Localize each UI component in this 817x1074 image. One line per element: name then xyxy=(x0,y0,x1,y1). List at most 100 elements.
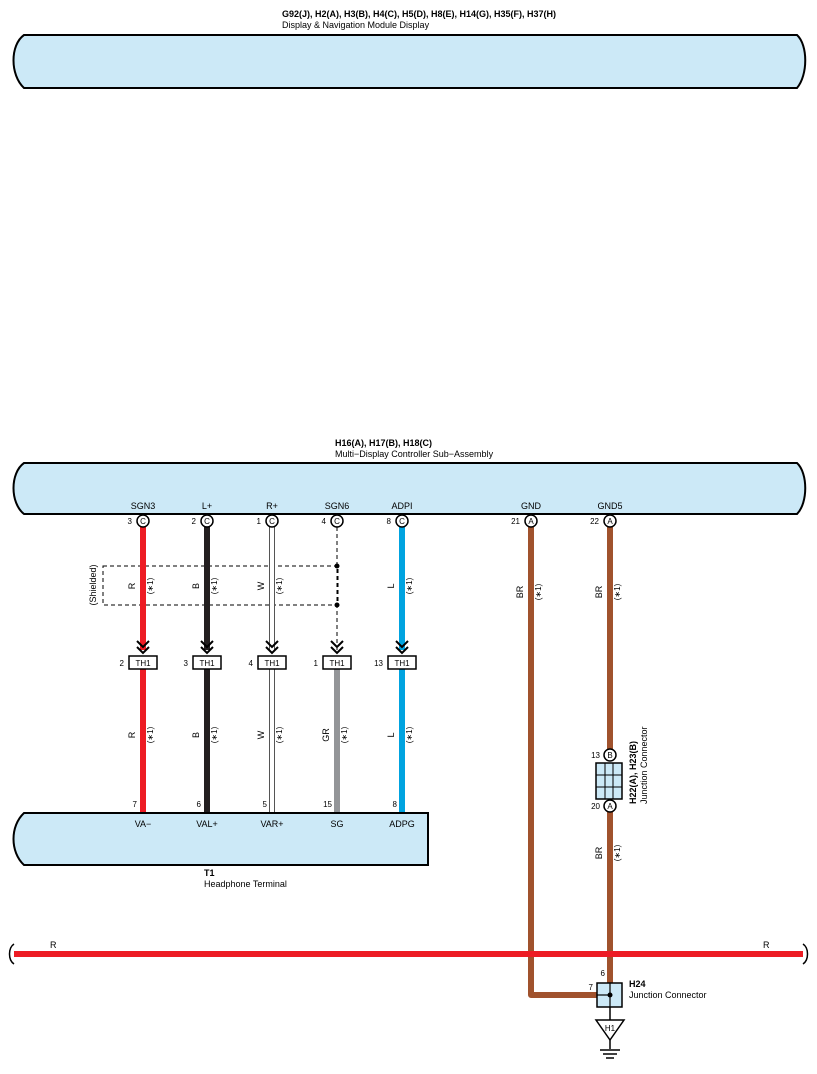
bus-break-right xyxy=(802,943,809,965)
pin-number: 4 xyxy=(322,517,327,526)
shield-junction-dot xyxy=(334,602,340,608)
wire-color-label: R xyxy=(127,731,137,738)
pin-number: 8 xyxy=(393,800,398,809)
terminal-label-val-plus: VAL+ xyxy=(196,819,218,829)
connector-arrow xyxy=(330,640,344,649)
connector-letter: C xyxy=(269,517,275,526)
headphone-terminal-box xyxy=(12,812,429,866)
connector-arrow xyxy=(136,640,150,649)
junction-connector-h22-h23: B 13 A 20 H22(A), H23(B) Junction Connec… xyxy=(591,726,649,813)
connector-letter: C xyxy=(204,517,210,526)
th1-pin: 2 xyxy=(120,659,125,668)
th1-label: TH1 xyxy=(264,659,280,668)
pin-label-gnd5: GND5 xyxy=(597,501,622,511)
ground-label: H1 xyxy=(605,1024,616,1033)
th1-terminals: TH1 2 TH1 3 TH1 4 TH1 1 TH1 13 xyxy=(120,655,417,670)
wire-note: (∗1) xyxy=(210,726,219,743)
connector-letter: C xyxy=(334,517,340,526)
ground-symbol: H1 xyxy=(594,1007,626,1059)
connector-pin-circle xyxy=(395,514,409,528)
shield-box xyxy=(102,565,339,606)
shielded-label: (Shielded) xyxy=(88,564,98,605)
display-module-name: Display & Navigation Module Display xyxy=(282,20,430,30)
connector-pin-circle xyxy=(603,748,617,762)
connector-pin-circle xyxy=(330,514,344,528)
junction1-code: H22(A), H23(B) xyxy=(628,741,638,804)
terminal-label-sg: SG xyxy=(330,819,343,829)
pin-number: 21 xyxy=(511,517,520,526)
wire-color-label: L xyxy=(386,583,396,588)
connector-pin-circle xyxy=(603,799,617,813)
connector-arrow xyxy=(395,640,409,649)
wire-color-label: B xyxy=(191,732,201,738)
pin-number: 8 xyxy=(387,517,392,526)
th1-label: TH1 xyxy=(199,659,215,668)
connector-letter: C xyxy=(140,517,146,526)
wire-color-label: GR xyxy=(321,728,331,742)
wire-layer xyxy=(8,527,809,1008)
pin-label-l-plus: L+ xyxy=(202,501,212,511)
label-layer: R B W L (∗1) (∗1) (∗1) (∗1) R B W GR L (… xyxy=(127,577,622,861)
pin-label-sgn3: SGN3 xyxy=(131,501,156,511)
terminal-label-var-plus: VAR+ xyxy=(260,819,283,829)
th1-box xyxy=(128,655,158,670)
pin-number: 3 xyxy=(128,517,133,526)
connector-letter: B xyxy=(607,751,612,760)
wire-note: (∗1) xyxy=(534,583,543,600)
wire-note: (∗1) xyxy=(613,583,622,600)
display-module-box xyxy=(12,34,807,89)
wire-color-label: W xyxy=(256,730,266,739)
wire-note: (∗1) xyxy=(146,577,155,594)
pin-number: 6 xyxy=(601,969,606,978)
connector-pin-circle xyxy=(524,514,538,528)
connector-arrow xyxy=(200,646,214,655)
pin-number: 20 xyxy=(591,802,600,811)
connector-pin-circle xyxy=(136,514,150,528)
connector-arrow xyxy=(330,646,344,655)
shield-junction-dot xyxy=(334,563,340,569)
ground-triangle xyxy=(594,1019,626,1042)
th1-box xyxy=(192,655,222,670)
wire-note: (∗1) xyxy=(405,577,414,594)
junction-box xyxy=(595,762,623,800)
bus-label-left: R xyxy=(50,940,57,950)
junction1-name: Junction Connector xyxy=(639,726,649,804)
pin-label-adpi: ADPI xyxy=(391,501,412,511)
connector-arrow xyxy=(136,646,150,655)
wire-color-label: W xyxy=(256,581,266,590)
connector-arrow xyxy=(200,640,214,649)
h24-code: H24 xyxy=(629,979,646,989)
th1-pin: 13 xyxy=(374,659,383,668)
pin-number: 7 xyxy=(133,800,138,809)
connector-arrow xyxy=(395,646,409,655)
connector-letter: A xyxy=(607,517,613,526)
connector-letter: A xyxy=(607,802,613,811)
th1-box xyxy=(387,655,417,670)
wire-gnd xyxy=(528,527,597,998)
bus-break-left xyxy=(8,943,15,965)
terminal-label-adpg: ADPG xyxy=(389,819,415,829)
controller-module-code: H16(A), H17(B), H18(C) xyxy=(335,438,432,448)
th1-pin: 3 xyxy=(184,659,189,668)
headphone-name: Headphone Terminal xyxy=(204,879,287,889)
pin-number: 2 xyxy=(192,517,197,526)
pin-number: 15 xyxy=(323,800,332,809)
pin-number: 1 xyxy=(257,517,262,526)
h24-junction-dot xyxy=(607,992,613,998)
wire-color-label: BR xyxy=(594,846,604,859)
wire-color-label: B xyxy=(191,583,201,589)
th1-pin: 4 xyxy=(249,659,254,668)
pin-number: 22 xyxy=(590,517,599,526)
wire-note: (∗1) xyxy=(613,844,622,861)
pin-number: 5 xyxy=(263,800,268,809)
headphone-code: T1 xyxy=(204,868,215,878)
connector-pin-circle xyxy=(200,514,214,528)
th1-box xyxy=(257,655,287,670)
wire-color-label: BR xyxy=(594,585,604,598)
th1-box xyxy=(322,655,352,670)
connector-pin-circle xyxy=(265,514,279,528)
connector-pin-circle xyxy=(603,514,617,528)
wire-color-label: BR xyxy=(515,585,525,598)
